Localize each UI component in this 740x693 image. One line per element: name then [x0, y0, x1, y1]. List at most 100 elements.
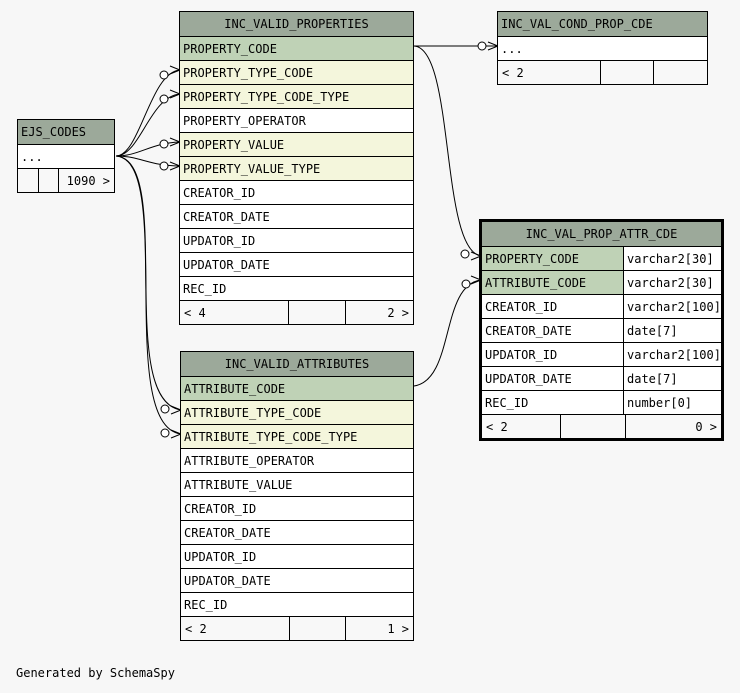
column-row[interactable]: PROPERTY_VALUE_TYPE: [180, 156, 413, 180]
table-footer: < 2: [498, 60, 707, 84]
table-ejs-codes[interactable]: EJS_CODES ... 1090 >: [17, 119, 115, 193]
table-title-text: INC_VALID_PROPERTIES: [224, 17, 369, 31]
zero-many-marker: [159, 70, 169, 80]
column-row[interactable]: REC_ID number[0]: [482, 390, 721, 414]
column-row[interactable]: ATTRIBUTE_CODE: [181, 376, 413, 400]
column-row[interactable]: PROPERTY_VALUE: [180, 132, 413, 156]
edge-properties-to-prop-attr: [413, 45, 482, 257]
table-inc-valid-attributes[interactable]: INC_VALID_ATTRIBUTES ATTRIBUTE_CODE ATTR…: [180, 351, 414, 641]
column-name: UPDATOR_ID: [184, 549, 257, 564]
column-row[interactable]: REC_ID: [181, 592, 413, 616]
table-title[interactable]: INC_VAL_PROP_ATTR_CDE: [482, 222, 721, 246]
column-row[interactable]: PROPERTY_TYPE_CODE_TYPE: [180, 84, 413, 108]
column-name: REC_ID: [485, 395, 529, 410]
column-name: ATTRIBUTE_OPERATOR: [184, 453, 315, 468]
column-name: UPDATOR_DATE: [184, 573, 271, 588]
column-row[interactable]: ATTRIBUTE_CODE varchar2[30]: [482, 270, 721, 294]
column-row[interactable]: ...: [18, 144, 114, 168]
column-type: date[7]: [623, 367, 721, 390]
column-name: ATTRIBUTE_CODE: [184, 381, 286, 396]
footer-spacer: [18, 169, 38, 192]
parents-count-link[interactable]: < 4: [184, 305, 206, 320]
table-footer: < 2 0 >: [482, 414, 721, 438]
column-row[interactable]: PROPERTY_OPERATOR: [180, 108, 413, 132]
column-row[interactable]: UPDATOR_ID: [181, 544, 413, 568]
generated-by-footnote: Generated by SchemaSpy: [16, 666, 175, 680]
column-type: varchar2[100]: [623, 295, 721, 318]
column-row[interactable]: PROPERTY_CODE varchar2[30]: [482, 246, 721, 270]
edge-ejs-to-property-type-code-type: [115, 93, 181, 157]
table-footer: < 4 2 >: [180, 300, 413, 324]
table-title[interactable]: INC_VALID_PROPERTIES: [180, 12, 413, 36]
column-row[interactable]: ATTRIBUTE_TYPE_CODE: [181, 400, 413, 424]
column-row[interactable]: UPDATOR_ID varchar2[100]: [482, 342, 721, 366]
column-type: varchar2[30]: [623, 247, 721, 270]
parents-count-link[interactable]: < 2: [185, 621, 207, 636]
children-count-link[interactable]: 1090 >: [58, 169, 114, 192]
column-row[interactable]: ATTRIBUTE_VALUE: [181, 472, 413, 496]
column-name: ATTRIBUTE_TYPE_CODE_TYPE: [184, 429, 358, 444]
column-row[interactable]: CREATOR_DATE: [180, 204, 413, 228]
parents-count-link[interactable]: < 2: [486, 419, 508, 434]
table-title[interactable]: INC_VAL_COND_PROP_CDE: [498, 12, 707, 36]
table-footer: 1090 >: [18, 168, 114, 192]
table-title-text: INC_VALID_ATTRIBUTES: [224, 357, 370, 371]
column-name: UPDATOR_DATE: [485, 371, 572, 386]
footer-spacer: [560, 415, 625, 438]
column-name: CREATOR_DATE: [485, 323, 572, 338]
footer-spacer: [288, 301, 345, 324]
edge-ejs-to-property-value: [115, 141, 181, 157]
column-name: PROPERTY_CODE: [183, 41, 277, 56]
zero-many-marker: [477, 41, 487, 51]
column-name: REC_ID: [184, 597, 228, 612]
column-row[interactable]: UPDATOR_DATE date[7]: [482, 366, 721, 390]
children-count-link[interactable]: 0 >: [625, 415, 721, 438]
edge-ejs-to-property-value-type: [115, 155, 181, 167]
column-row[interactable]: ATTRIBUTE_OPERATOR: [181, 448, 413, 472]
zero-many-marker: [160, 428, 170, 438]
column-row[interactable]: CREATOR_DATE date[7]: [482, 318, 721, 342]
column-name: CREATOR_DATE: [184, 525, 271, 540]
column-row[interactable]: CREATOR_ID: [180, 180, 413, 204]
parents-count-link[interactable]: < 2: [502, 65, 524, 80]
table-inc-valid-properties[interactable]: INC_VALID_PROPERTIES PROPERTY_CODE PROPE…: [179, 11, 414, 325]
edge-ejs-to-attribute-type-code: [115, 155, 182, 411]
zero-many-marker: [159, 139, 169, 149]
column-name: UPDATOR_ID: [485, 347, 558, 362]
column-row[interactable]: UPDATOR_DATE: [181, 568, 413, 592]
column-type: varchar2[30]: [623, 271, 721, 294]
table-title[interactable]: EJS_CODES: [18, 120, 114, 144]
footer-spacer: [600, 61, 653, 84]
footer-spacer: [38, 169, 58, 192]
table-inc-val-prop-attr-cde[interactable]: INC_VAL_PROP_ATTR_CDE PROPERTY_CODE varc…: [479, 219, 724, 441]
table-inc-val-cond-prop-cde[interactable]: INC_VAL_COND_PROP_CDE ... < 2: [497, 11, 708, 85]
column-name: PROPERTY_OPERATOR: [183, 113, 306, 128]
column-row[interactable]: UPDATOR_DATE: [180, 252, 413, 276]
zero-many-marker: [159, 161, 169, 171]
column-name: PROPERTY_CODE: [482, 247, 623, 270]
table-title-text: INC_VAL_COND_PROP_CDE: [501, 17, 653, 31]
column-name: ...: [21, 149, 43, 164]
column-row[interactable]: CREATOR_ID: [181, 496, 413, 520]
column-name: CREATOR_ID: [184, 501, 257, 516]
column-type: number[0]: [623, 391, 721, 414]
children-count-link[interactable]: 1 >: [345, 617, 413, 640]
table-title-text: INC_VAL_PROP_ATTR_CDE: [525, 227, 678, 241]
zero-many-marker: [160, 404, 170, 414]
column-row[interactable]: PROPERTY_TYPE_CODE: [180, 60, 413, 84]
column-row[interactable]: REC_ID: [180, 276, 413, 300]
column-row[interactable]: CREATOR_DATE: [181, 520, 413, 544]
children-count-link[interactable]: 2 >: [345, 301, 413, 324]
column-row[interactable]: UPDATOR_ID: [180, 228, 413, 252]
column-row[interactable]: ...: [498, 36, 707, 60]
column-name: PROPERTY_VALUE: [183, 137, 285, 152]
column-row[interactable]: ATTRIBUTE_TYPE_CODE_TYPE: [181, 424, 413, 448]
column-row[interactable]: CREATOR_ID varchar2[100]: [482, 294, 721, 318]
column-name: PROPERTY_VALUE_TYPE: [183, 161, 321, 176]
column-name: ATTRIBUTE_TYPE_CODE: [184, 405, 322, 420]
table-title[interactable]: INC_VALID_ATTRIBUTES: [181, 352, 413, 376]
column-row[interactable]: PROPERTY_CODE: [180, 36, 413, 60]
column-name: CREATOR_ID: [183, 185, 256, 200]
column-name: PROPERTY_TYPE_CODE_TYPE: [183, 89, 350, 104]
